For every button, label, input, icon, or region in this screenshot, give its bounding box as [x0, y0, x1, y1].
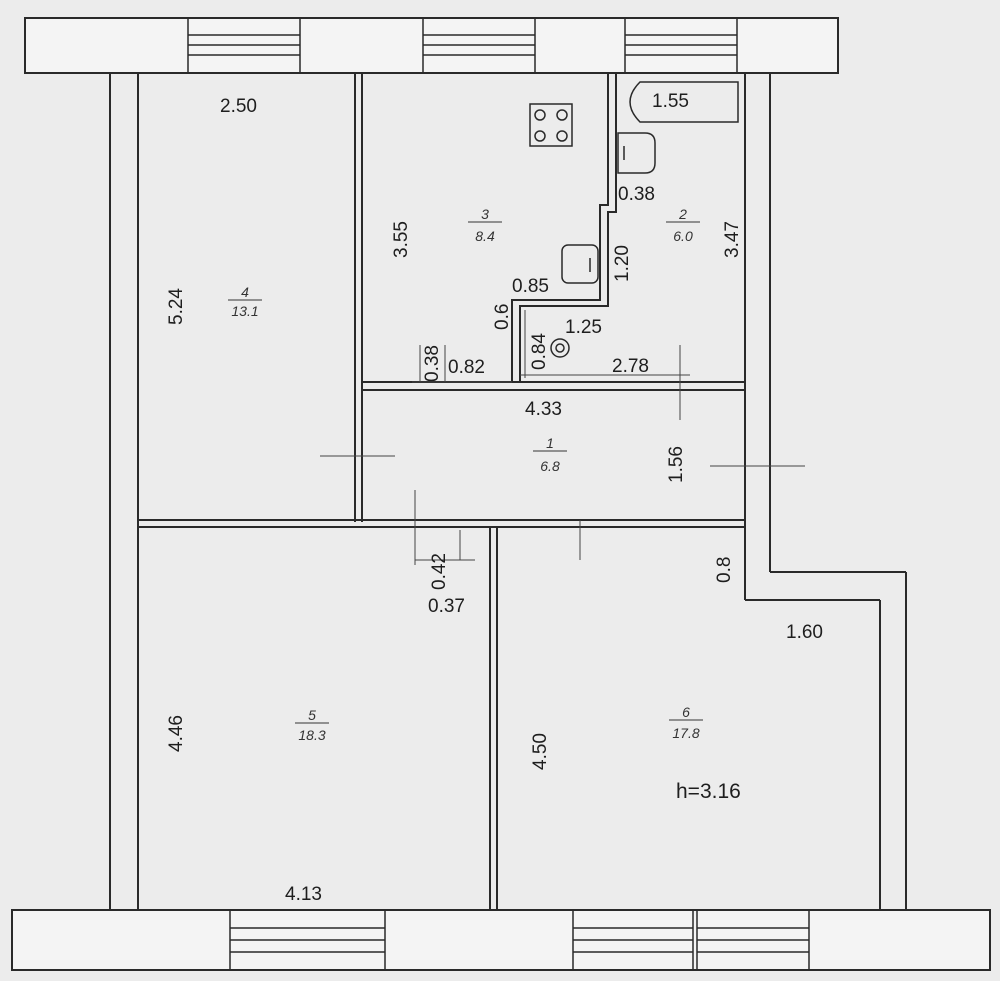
room-3-label: 3 8.4 — [468, 206, 502, 244]
dim-0-85: 0.85 — [512, 276, 549, 297]
room-5-label: 5 18.3 — [295, 707, 329, 743]
dim-0-82: 0.82 — [448, 357, 485, 378]
ceiling-height: h=3.16 — [676, 780, 741, 803]
window-bottom-1 — [229, 909, 386, 971]
room-5-number: 5 — [308, 707, 316, 723]
dim-0-37: 0.37 — [428, 596, 465, 617]
room-6-label: 6 17.8 — [669, 704, 703, 741]
room-2-label: 2 6.0 — [666, 206, 700, 244]
dim-0-42: 0.42 — [429, 553, 450, 590]
bottom-wall — [11, 909, 991, 971]
room-3-number: 3 — [481, 206, 489, 222]
room-3-area: 8.4 — [475, 228, 495, 244]
bath-partition-a — [511, 73, 609, 382]
fixtures — [529, 81, 739, 358]
toilet-icon — [561, 244, 599, 284]
dim-3-47: 3.47 — [722, 221, 743, 258]
bath-partition-b — [519, 73, 617, 382]
room-2-area: 6.0 — [673, 228, 693, 244]
window-bottom-2 — [572, 909, 694, 971]
room-5-area: 18.3 — [298, 727, 325, 743]
dim-1-55: 1.55 — [652, 91, 689, 112]
dim-4-50: 4.50 — [530, 733, 551, 770]
dim-4-46: 4.46 — [166, 715, 187, 752]
dim-0-38-top: 0.38 — [618, 184, 655, 205]
dimension-labels: 2.50 1.55 0.38 3.55 3.47 1.20 5.24 0.8 5 … — [166, 91, 823, 905]
room-1-area: 6.8 — [540, 458, 560, 474]
dim-3-55: 3.55 — [391, 221, 412, 258]
room-1-label: 1 6.8 — [533, 435, 567, 474]
dim-4-13: 4.13 — [285, 884, 322, 905]
room-6-number: 6 — [682, 704, 690, 720]
dim-4-33: 4.33 — [525, 399, 562, 420]
room-4-area: 13.1 — [231, 303, 258, 319]
window-top-1 — [187, 17, 301, 74]
dim-1-20: 1.20 — [612, 245, 633, 282]
window-bottom-3 — [696, 909, 810, 971]
washbasin-icon — [617, 132, 656, 174]
windows — [187, 17, 810, 971]
dim-2-78: 2.78 — [612, 356, 649, 377]
room-6-area: 17.8 — [672, 725, 699, 741]
room-1-number: 1 — [546, 435, 554, 451]
dim-0-38-mid: 0.38 — [422, 345, 443, 382]
dimension-lines — [320, 310, 805, 565]
walls — [11, 17, 991, 971]
dim-1-25: 1.25 — [565, 317, 602, 338]
window-top-2 — [422, 17, 536, 74]
dim-0-8: 0.8 — [714, 557, 735, 583]
room-labels: 4 13.1 3 8.4 2 6.0 1 6.8 5 18.3 6 17.8 — [228, 206, 703, 743]
dim-0-84: 0.84 — [529, 333, 550, 370]
room-4-number: 4 — [241, 284, 249, 300]
dim-1-56: 1.56 — [666, 446, 687, 483]
dim-1-60: 1.60 — [786, 622, 823, 643]
dim-5-24: 5.24 — [166, 288, 187, 325]
dim-2-50: 2.50 — [220, 96, 257, 117]
window-top-3 — [624, 17, 738, 74]
stove-icon — [529, 103, 573, 147]
room-4-label: 4 13.1 — [228, 284, 262, 319]
room-2-number: 2 — [678, 206, 687, 222]
drain-inner-icon — [555, 343, 565, 353]
drain-icon — [550, 338, 570, 358]
dim-0-6: 0.6 — [492, 304, 513, 330]
bathtub-icon — [629, 81, 739, 123]
